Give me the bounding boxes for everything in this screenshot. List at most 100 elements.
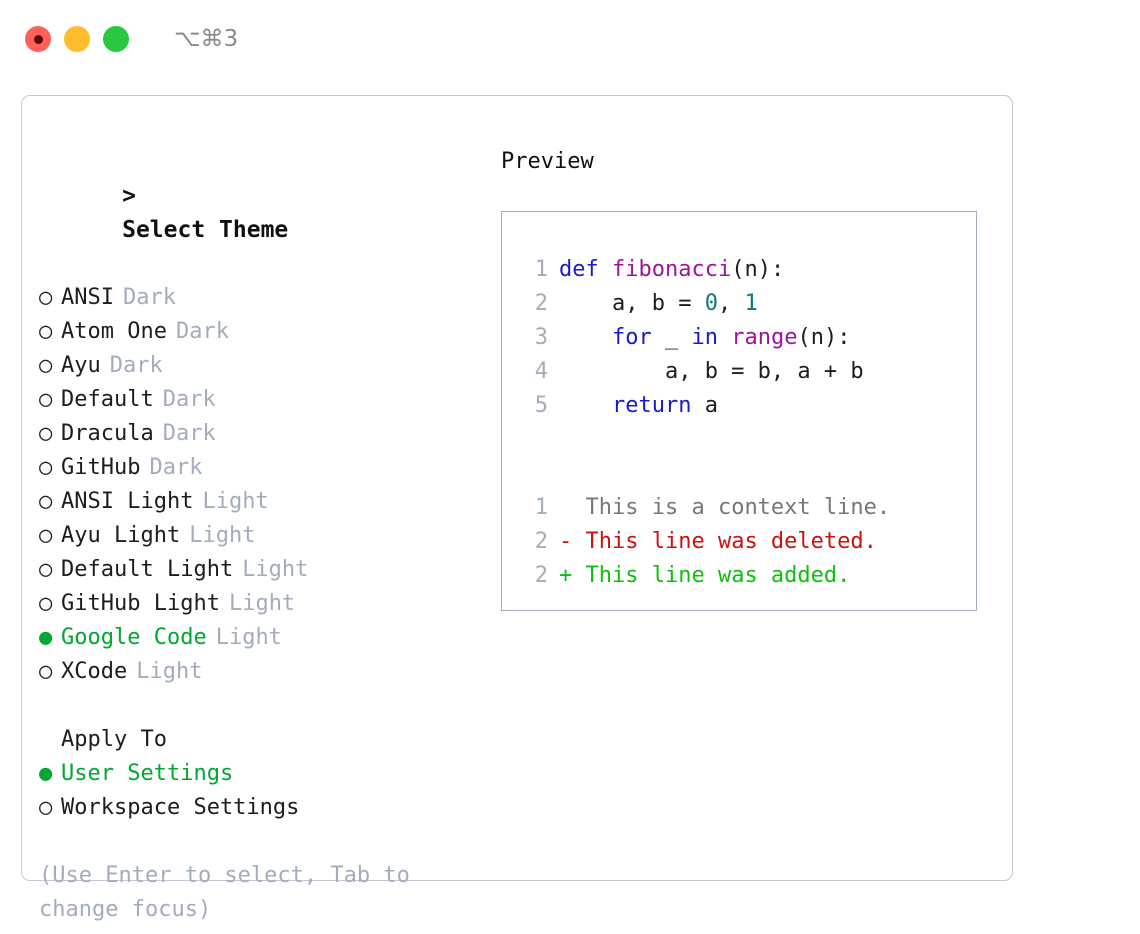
preview-heading: Preview bbox=[501, 149, 594, 174]
radio-unselected-icon: ○ bbox=[39, 319, 53, 344]
code-token-kw: for bbox=[611, 325, 652, 350]
theme-variant-tag: Light bbox=[228, 591, 296, 616]
code-line-number: 4 bbox=[534, 359, 548, 384]
apply-to-option-label: Workspace Settings bbox=[61, 795, 300, 820]
theme-variant-tag: Dark bbox=[175, 319, 229, 344]
maximize-button[interactable] bbox=[103, 26, 129, 52]
code-token-pun bbox=[559, 325, 612, 350]
code-line-content: a, b = b, a + b bbox=[559, 355, 864, 389]
code-token-kw: return bbox=[611, 393, 692, 418]
code-line-content: return a bbox=[559, 389, 718, 423]
prompt-caret-icon: > bbox=[122, 183, 136, 209]
code-token-kw: in bbox=[691, 325, 718, 350]
theme-option-ansi[interactable]: ○ ANSI Dark bbox=[39, 281, 479, 315]
theme-option-dracula[interactable]: ○ Dracula Dark bbox=[39, 417, 479, 451]
theme-option-google-code[interactable]: ● Google Code Light bbox=[39, 621, 479, 655]
diff-block: 1 This is a context line.2- This line wa… bbox=[520, 491, 976, 593]
select-theme-heading: > Select Theme bbox=[39, 145, 479, 281]
code-token-pun: a bbox=[691, 393, 718, 418]
theme-option-default[interactable]: ○ Default Dark bbox=[39, 383, 479, 417]
theme-option-label: Dracula bbox=[61, 421, 154, 446]
theme-variant-tag: Light bbox=[136, 659, 203, 684]
title-bar: ⌥⌘3 bbox=[0, 0, 1140, 78]
code-line-number: 3 bbox=[534, 325, 548, 350]
diff-line-content: This is a context line. bbox=[585, 495, 891, 520]
theme-option-label: Atom One bbox=[61, 319, 167, 344]
theme-variant-tag: Light bbox=[215, 625, 282, 650]
theme-variant-tag: Dark bbox=[162, 387, 216, 412]
code-token-pun: _ bbox=[651, 325, 692, 350]
radio-unselected-icon: ○ bbox=[39, 285, 53, 310]
apply-to-option-user-settings[interactable]: ●User Settings bbox=[39, 757, 479, 791]
minimize-button[interactable] bbox=[64, 26, 90, 52]
theme-option-label: Google Code bbox=[61, 625, 207, 650]
code-token-pun: , bbox=[717, 291, 745, 316]
theme-variant-tag: Dark bbox=[162, 421, 216, 446]
record-indicator-icon bbox=[33, 34, 43, 44]
radio-unselected-icon: ○ bbox=[39, 421, 53, 446]
code-line-content: for _ in range(n): bbox=[559, 321, 850, 355]
theme-option-label: GitHub bbox=[61, 455, 141, 480]
code-line: 3 for _ in range(n): bbox=[520, 321, 976, 355]
code-line: 2 a, b = 0, 1 bbox=[520, 287, 976, 321]
keyboard-hint-text: (Use Enter to select, Tab to change focu… bbox=[39, 863, 424, 922]
diff-line-ctx: 1 This is a context line. bbox=[520, 491, 976, 525]
radio-unselected-icon: ○ bbox=[39, 387, 53, 412]
theme-variant-tag: Light bbox=[202, 489, 269, 514]
radio-selected-icon: ● bbox=[39, 761, 53, 786]
theme-option-default-light[interactable]: ○ Default Light Light bbox=[39, 553, 479, 587]
code-line-content: def fibonacci(n): bbox=[559, 253, 784, 287]
code-token-kw: def bbox=[559, 257, 612, 282]
radio-unselected-icon: ○ bbox=[39, 659, 53, 684]
diff-marker: - bbox=[559, 529, 586, 554]
theme-option-label: ANSI bbox=[61, 285, 114, 310]
code-token-pun: (n): bbox=[797, 325, 851, 350]
code-blank-line-2 bbox=[520, 457, 976, 491]
diff-line-del: 2- This line was deleted. bbox=[520, 525, 976, 559]
theme-variant-tag: Dark bbox=[109, 353, 163, 378]
apply-to-list: ●User Settings ○ Workspace Settings bbox=[39, 757, 479, 825]
code-line-number: 5 bbox=[534, 393, 548, 418]
code-token-pun: a, b = b, a + b bbox=[559, 359, 864, 384]
code-line: 4 a, b = b, a + b bbox=[520, 355, 976, 389]
radio-unselected-icon: ○ bbox=[39, 523, 53, 548]
diff-marker bbox=[559, 491, 586, 525]
diff-line-number: 1 bbox=[534, 495, 548, 520]
code-token-num: 0 bbox=[704, 291, 718, 316]
theme-variant-tag: Light bbox=[242, 557, 309, 582]
radio-unselected-icon: ○ bbox=[39, 455, 53, 480]
keyboard-shortcut-label: ⌥⌘3 bbox=[174, 26, 239, 52]
theme-option-label: Default Light bbox=[61, 557, 234, 582]
radio-unselected-icon: ○ bbox=[39, 557, 53, 582]
code-line-content: a, b = 0, 1 bbox=[559, 287, 758, 321]
theme-option-label: Ayu bbox=[61, 353, 101, 378]
code-token-fn: fibonacci bbox=[611, 257, 732, 282]
radio-unselected-icon: ○ bbox=[39, 795, 53, 820]
code-line-number: 2 bbox=[534, 291, 548, 316]
theme-option-label: GitHub Light bbox=[61, 591, 220, 616]
theme-option-ayu[interactable]: ○ Ayu Dark bbox=[39, 349, 479, 383]
code-token-fn: range bbox=[731, 325, 798, 350]
theme-variant-tag: Dark bbox=[122, 285, 176, 310]
theme-option-label: Default bbox=[61, 387, 154, 412]
select-theme-label: Select Theme bbox=[122, 217, 289, 243]
window-controls bbox=[25, 26, 129, 52]
code-token-pun bbox=[718, 325, 731, 350]
radio-unselected-icon: ○ bbox=[39, 353, 53, 378]
apply-to-option-workspace-settings[interactable]: ○ Workspace Settings bbox=[39, 791, 479, 825]
code-blank-line bbox=[520, 423, 976, 457]
close-button[interactable] bbox=[25, 26, 51, 52]
code-token-pun: a, b = bbox=[559, 291, 705, 316]
radio-selected-icon: ● bbox=[39, 625, 53, 650]
theme-option-atom-one[interactable]: ○ Atom One Dark bbox=[39, 315, 479, 349]
